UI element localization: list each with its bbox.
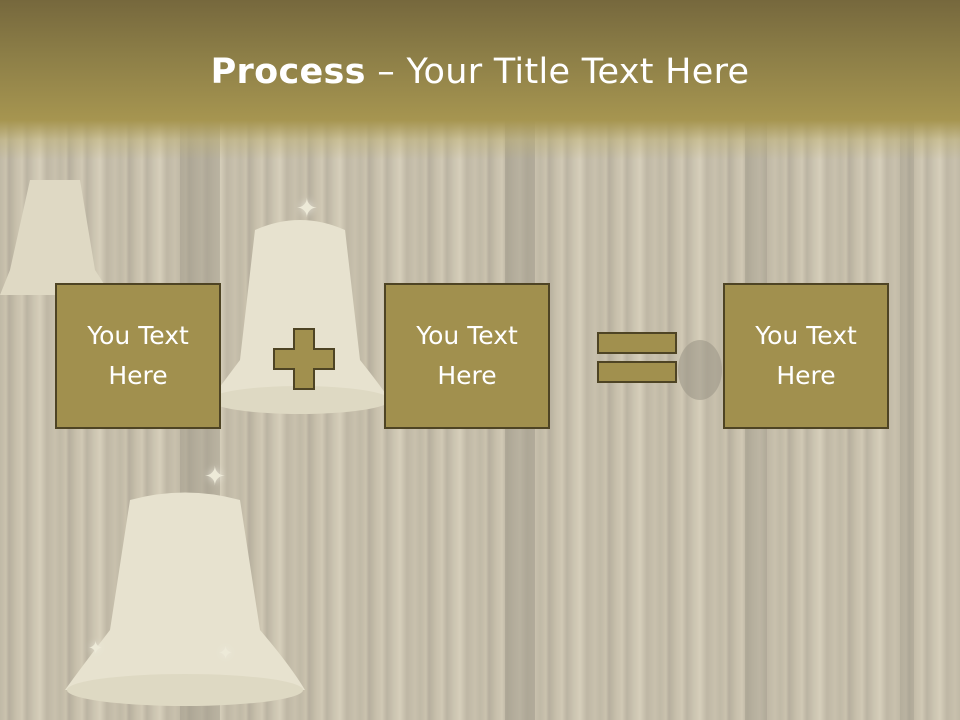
title-bold: Process xyxy=(210,52,366,92)
equals-icon xyxy=(597,332,677,383)
slide-title: Process – Your Title Text Here xyxy=(0,52,960,92)
process-box-1[interactable]: You Text Here xyxy=(55,283,221,429)
process-box-text: You Text Here xyxy=(755,321,857,390)
plus-icon xyxy=(273,328,335,390)
title-rest: Your Title Text Here xyxy=(406,52,750,92)
process-box-3[interactable]: You Text Here xyxy=(723,283,889,429)
process-box-text: You Text Here xyxy=(87,321,189,390)
title-separator: – xyxy=(365,52,407,92)
process-box-text: You Text Here xyxy=(416,321,518,390)
process-box-2[interactable]: You Text Here xyxy=(384,283,550,429)
title-bar xyxy=(0,0,960,160)
